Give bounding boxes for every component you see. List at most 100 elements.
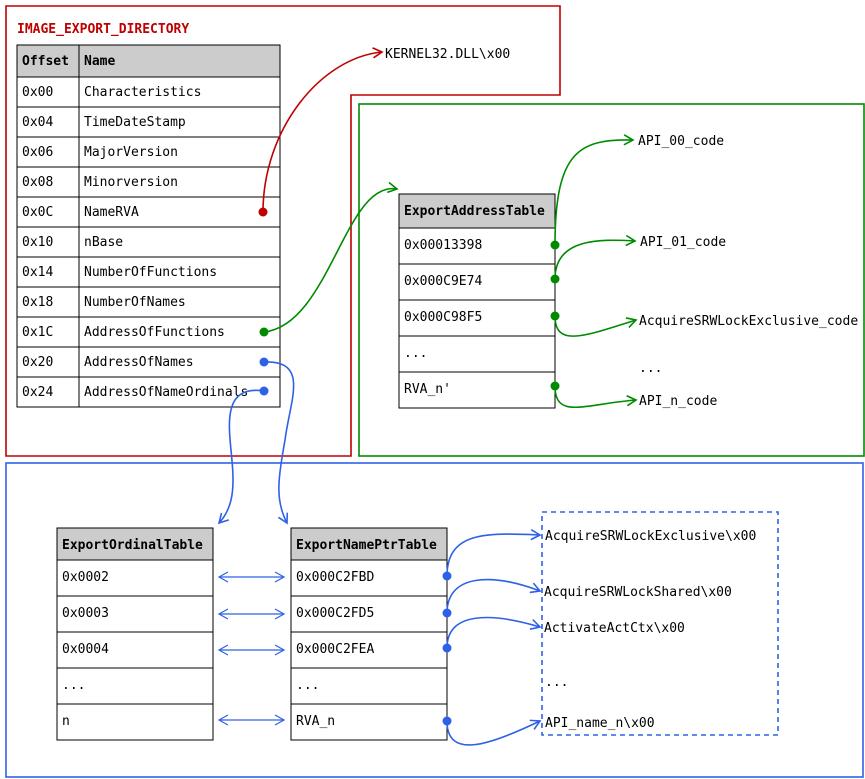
offset-cell: [16, 286, 80, 318]
function-code-label: API_01_code: [640, 235, 726, 250]
eat-row-cell: [398, 263, 556, 301]
directory-offset: 0x14: [22, 265, 53, 280]
name-cell: [78, 346, 281, 378]
directory-offset: 0x04: [22, 115, 53, 130]
name-header: Name: [84, 54, 115, 69]
function-name-string: AcquireSRWLockShared\x00: [544, 585, 732, 600]
directory-field-name: Minorversion: [84, 175, 178, 190]
name-cell: [78, 286, 281, 318]
eot-row-value: ...: [62, 678, 85, 693]
eat-row1-arrow: [554, 234, 637, 280]
function-code-label: AcquireSRWLockExclusive_code: [639, 314, 858, 329]
directory-offset: 0x06: [22, 145, 53, 160]
address-table-region-frame: [358, 103, 865, 457]
directory-field-name: TimeDateStamp: [84, 115, 186, 130]
function-name-string: ActivateActCtx\x00: [544, 621, 685, 636]
function-name-string: ...: [545, 675, 568, 690]
function-code-label: ...: [639, 361, 662, 376]
name-strings-dashed-box: [541, 511, 779, 736]
address-of-functions-arrow: [263, 181, 399, 333]
name-ptr-row1-arrow: [446, 578, 542, 614]
eat-row-value: 0x000C9E74: [404, 274, 482, 289]
eat-rown-arrow: [554, 385, 638, 408]
enpt-row-value: 0x000C2FD5: [296, 606, 374, 621]
offset-cell: [16, 226, 80, 258]
eat-row0-arrow: [554, 134, 635, 246]
directory-field-name: NumberOfFunctions: [84, 265, 217, 280]
name-cell: [78, 166, 281, 198]
eot-row-cell: [56, 559, 214, 597]
eat-row-value: 0x00013398: [404, 238, 482, 253]
eot-row-cell: [56, 667, 214, 705]
export-name-ptr-table: ExportNamePtrTable0x000C2FBD0x000C2FD50x…: [290, 527, 448, 741]
address-of-name-ordinals-arrow: [217, 389, 265, 525]
address-of-names-arrow: [263, 361, 295, 525]
directory-offset: 0x0C: [22, 205, 53, 220]
name-ptr-rown-dot: [442, 716, 452, 726]
directory-offset: 0x20: [22, 355, 53, 370]
directory-title: IMAGE_EXPORT_DIRECTORY: [17, 22, 189, 37]
offset-cell: [16, 256, 80, 288]
eat-row-cell: [398, 335, 556, 373]
eat-row-cell: [398, 299, 556, 337]
offset-header-cell: [16, 44, 80, 78]
green-connectors: [259, 134, 638, 408]
eat-row-value: ...: [404, 346, 427, 361]
directory-field-name: NumberOfNames: [84, 295, 186, 310]
eat-row-cell: [398, 227, 556, 265]
eat-row-value: RVA_n': [404, 382, 451, 397]
enpt-row-value: RVA_n: [296, 714, 335, 729]
enpt-header: ExportNamePtrTable: [296, 538, 437, 553]
name-ptr-row2-dot: [442, 643, 452, 653]
offset-cell: [16, 346, 80, 378]
eot-row-value: 0x0004: [62, 642, 109, 657]
directory-field-name: AddressOfNames: [84, 355, 194, 370]
address-of-functions-dot: [259, 327, 269, 337]
eot-row-value: 0x0003: [62, 606, 109, 621]
directory-field-name: AddressOfFunctions: [84, 325, 225, 340]
address-of-name-ordinals-dot: [259, 386, 269, 396]
enpt-row-cell: [290, 595, 448, 633]
eat-header-cell: [398, 193, 556, 229]
enpt-row-cell: [290, 703, 448, 741]
directory-offset: 0x00: [22, 85, 53, 100]
enpt-row-cell: [290, 631, 448, 669]
enpt-row-value: ...: [296, 678, 319, 693]
eat-row2-dot: [550, 311, 560, 321]
export-address-targets: API_00_codeAPI_01_codeAcquireSRWLockExcl…: [638, 134, 858, 409]
eat-row0-dot: [550, 240, 560, 250]
red-connectors: [258, 47, 384, 217]
name-cell: [78, 316, 281, 348]
offset-cell: [16, 106, 80, 138]
name-ptr-row0-dot: [442, 571, 452, 581]
directory-offset: 0x10: [22, 235, 53, 250]
eot-row-cell: [56, 703, 214, 741]
enpt-row-value: 0x000C2FBD: [296, 570, 374, 585]
eot-row-value: 0x0002: [62, 570, 109, 585]
address-of-names-dot: [259, 357, 269, 367]
name-rva-arrow: [262, 47, 384, 213]
export-name-strings: AcquireSRWLockExclusive\x00AcquireSRWLoc…: [544, 529, 756, 731]
enpt-header-cell: [290, 527, 448, 561]
name-cell: [78, 256, 281, 288]
function-name-string: AcquireSRWLockExclusive\x00: [545, 529, 756, 544]
directory-offset: 0x24: [22, 385, 53, 400]
offset-cell: [16, 136, 80, 168]
offset-header: Offset: [22, 54, 69, 69]
blue-connectors: [217, 357, 542, 746]
directory-offset: 0x1C: [22, 325, 53, 340]
directory-field-name: MajorVersion: [84, 145, 178, 160]
eat-row-value: 0x000C98F5: [404, 310, 482, 325]
offset-cell: [16, 166, 80, 198]
eat-row1-dot: [550, 274, 560, 284]
directory-field-name: Characteristics: [84, 85, 201, 100]
name-header-cell: [78, 44, 281, 78]
eat-row-cell: [398, 371, 556, 409]
offset-cell: [16, 316, 80, 348]
name-ptr-row2-arrow: [446, 616, 542, 649]
offset-cell: [16, 196, 80, 228]
eat-rown-dot: [550, 381, 560, 391]
directory-field-name: NameRVA: [84, 205, 139, 220]
